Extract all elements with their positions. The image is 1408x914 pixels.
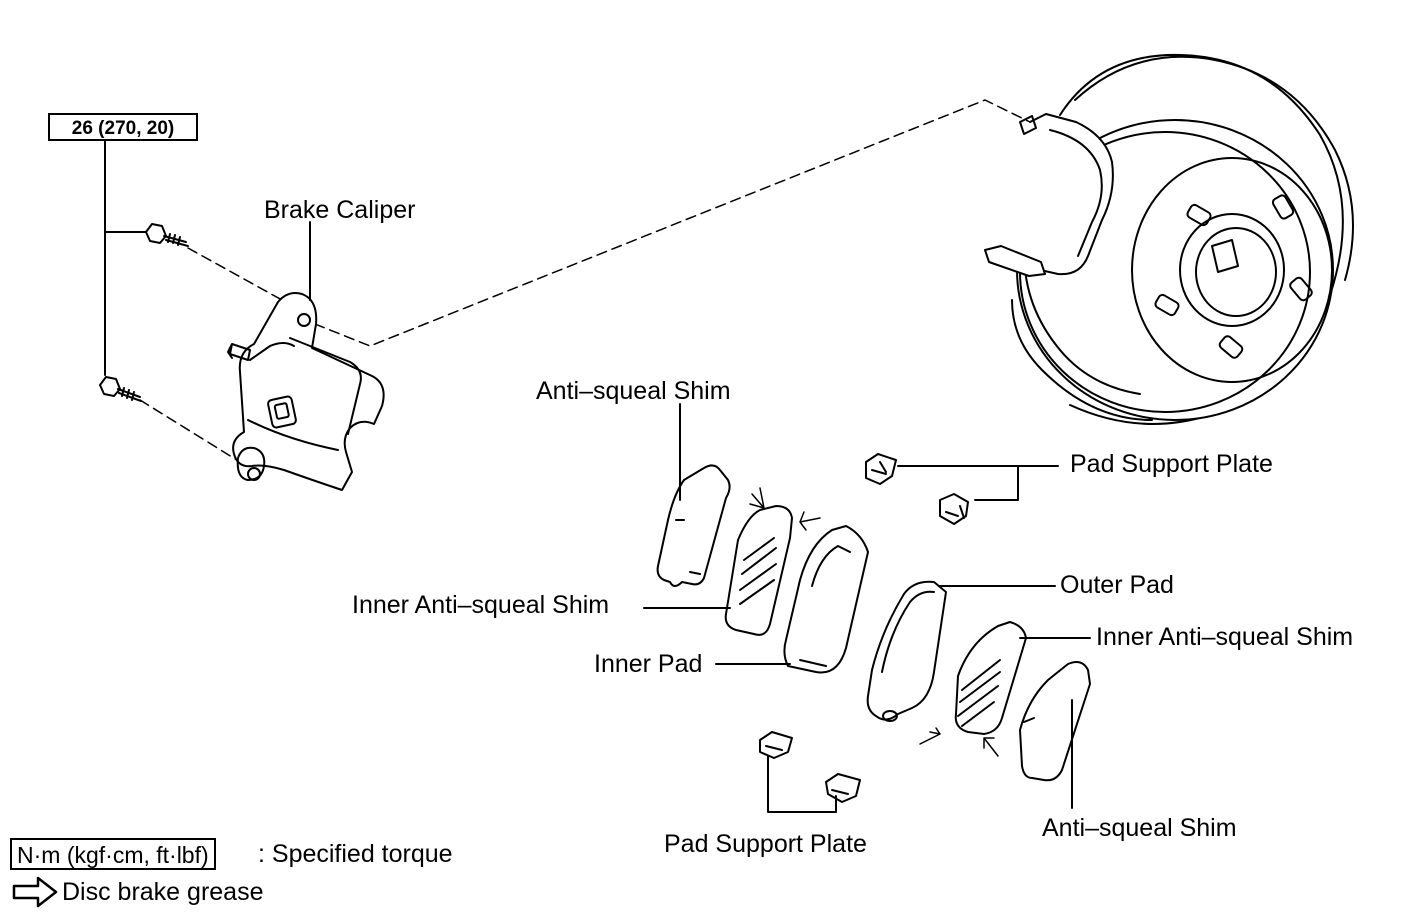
grease-arrow-icon (12, 876, 58, 908)
torque-spec-box: 26 (270, 20) (48, 113, 198, 141)
inner-anti-squeal-shim-right-drawing (919, 621, 1027, 757)
inner-anti-squeal-shim-left-label: Inner Anti–squeal Shim (352, 591, 610, 619)
outer-pad-label: Outer Pad (1060, 571, 1174, 599)
torque-unit-legend: N·m (kgf·cm, ft·lbf) (10, 838, 216, 870)
pad-support-plate-lower-label: Pad Support Plate (664, 830, 867, 858)
anti-squeal-shim-lower-label: Anti–squeal Shim (1042, 814, 1237, 842)
torque-description: : Specified torque (258, 840, 453, 868)
pad-support-plate-lower-drawing (759, 731, 861, 803)
pad-support-plate-upper-drawing (865, 453, 969, 525)
brake-caliper-label: Brake Caliper (264, 196, 416, 224)
pad-support-plate-upper-leader (897, 465, 1059, 501)
anti-squeal-shim-lower-drawing (1019, 661, 1091, 782)
anti-squeal-shim-upper-label: Anti–squeal Shim (536, 377, 731, 405)
outer-pad-drawing (866, 580, 947, 722)
grease-legend-label: Disc brake grease (62, 878, 264, 906)
inner-anti-squeal-shim-right-label: Inner Anti–squeal Shim (1096, 623, 1354, 651)
caliper-bolt-upper (145, 223, 189, 247)
disc-rotor-assembly (984, 53, 1354, 425)
pad-support-plate-lower-leader (767, 755, 837, 813)
inner-pad-label: Inner Pad (594, 650, 703, 678)
pad-support-plate-upper-label: Pad Support Plate (1070, 450, 1273, 478)
inner-pad-drawing (783, 525, 869, 674)
inner-anti-squeal-shim-left-drawing (724, 487, 821, 636)
anti-squeal-shim-upper-drawing (656, 464, 731, 587)
torque-leader-lines (104, 140, 149, 376)
caliper-bolt-lower (99, 376, 142, 402)
brake-caliper-drawing (227, 292, 385, 491)
